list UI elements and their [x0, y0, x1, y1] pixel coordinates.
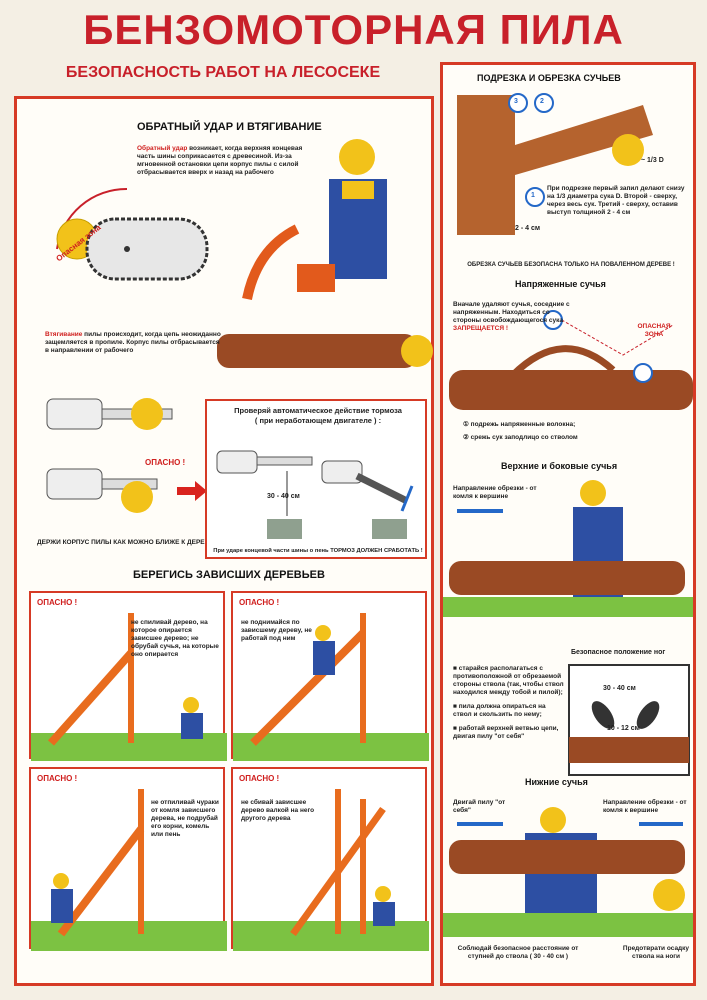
- brake-test-panel: Проверяй автоматическое действие тормоза…: [205, 399, 427, 559]
- worker-helmet: [339, 139, 375, 175]
- stump: [372, 519, 407, 539]
- pull-text: пилы происходит, когда цепь неожиданно з…: [45, 331, 221, 354]
- left-section: ОБРАТНЫЙ УДАР И ВТЯГИВАНИЕ Обратный удар…: [14, 96, 434, 986]
- tense-step-2: ② срежь сук заподлицо со стволом: [463, 434, 578, 441]
- feet-title: Безопасное положение ног: [571, 649, 666, 656]
- branch-illustrations: [443, 93, 693, 937]
- pull-description: Втягивание пилы происходит, когда цепь н…: [45, 331, 225, 355]
- pull-term: Втягивание: [45, 331, 83, 338]
- log: [217, 334, 417, 368]
- kickback-illustrations: [46, 139, 433, 513]
- fallen-trunk: [449, 370, 693, 410]
- hanging-panel-4: ОПАСНО ! не сбивай зависшее дерево валко…: [231, 767, 429, 951]
- tense-danger-zone: ОПАСНАЯ ЗОНА: [637, 323, 671, 338]
- lower-branches-title: Нижние сучья: [525, 777, 588, 787]
- kickback-arrow: [242, 224, 300, 301]
- brake-subtitle: ( при неработающем двигателе ) :: [254, 416, 382, 425]
- tense-title: Напряженные сучья: [515, 279, 606, 289]
- move-saw: Двигай пилу "от себя": [453, 799, 506, 814]
- fallen-note: ОБРЕЗКА СУЧЬЕВ БЕЗОПАСНА ТОЛЬКО НА ПОВАЛ…: [467, 262, 675, 268]
- saw-bar: [85, 217, 209, 281]
- rule-1: ■ старайся располагаться с противоположн…: [453, 665, 564, 696]
- cut-title: ПОДРЕЗКА И ОБРЕЗКА СУЧЬЕВ: [477, 73, 621, 83]
- page-title: БЕНЗОМОТОРНАЯ ПИЛА: [83, 6, 624, 53]
- tense-text: Вначале удаляют сучья, соседние с напряж…: [453, 301, 570, 332]
- brake-distance: 30 - 40 см: [267, 493, 300, 500]
- danger-label: ОПАСНО !: [145, 458, 186, 467]
- hanging-panel-2: ОПАСНО ! не поднимайся по зависшему дере…: [231, 591, 429, 761]
- cut-text: При подрезке первый запил делают снизу н…: [547, 185, 685, 216]
- rule-3: ■ работай верхней ветвью цепи, двигая пи…: [453, 725, 559, 740]
- kickback-description: Обратный удар возникает, когда верхняя к…: [137, 145, 312, 177]
- feet-distance-2: 10 - 12 см: [607, 725, 640, 732]
- hanging-panel-1: ОПАСНО ! не спиливай дерево, на которое …: [29, 591, 227, 761]
- top-direction: Направление обрезки - от комля к вершине: [453, 485, 537, 500]
- kickback-text: возникает, когда верхняя концевая часть …: [137, 145, 303, 176]
- hanging-panel-3: ОПАСНО ! не отпиливай чураки от комля за…: [29, 767, 227, 951]
- keep-distance: Соблюдай безопасное расстояние от ступне…: [457, 945, 579, 960]
- kickback-title: ОБРАТНЫЙ УДАР И ВТЯГИВАНИЕ: [137, 121, 322, 133]
- lower-direction: Направление обрезки - от комля к вершине: [603, 799, 687, 814]
- chainsaw: [297, 264, 335, 292]
- tense-step-1: ① подрежь напряженные волокна;: [463, 421, 576, 428]
- rule-2: ■ пила должна опираться на ствол и сколь…: [453, 703, 546, 718]
- prevent-note: Предотврати осадку ствола на ноги: [622, 945, 690, 960]
- hanging-title: БЕРЕГИСЬ ЗАВИСШИХ ДЕРЕВЬЕВ: [133, 569, 325, 581]
- brake-title: Проверяй автоматическое действие тормоза: [234, 406, 402, 415]
- kickback-term: Обратный удар: [137, 145, 188, 152]
- feet-distance-1: 30 - 40 см: [603, 685, 636, 692]
- page-subtitle: БЕЗОПАСНОСТЬ РАБОТ НА ЛЕСОСЕКЕ: [65, 64, 381, 81]
- hold-close-text: ДЕРЖИ КОРПУС ПИЛЫ КАК МОЖНО БЛИЖЕ К ДЕРЕ…: [37, 539, 218, 546]
- cut-gap: 2 - 4 см: [515, 225, 541, 232]
- third-d-label: ~ 1/3 D: [641, 157, 664, 164]
- branch: [515, 105, 653, 175]
- right-section: ПОДРЕЗКА И ОБРЕЗКА СУЧЬЕВ: [440, 62, 696, 986]
- brake-note: При ударе концевой части шины о пень ТОР…: [213, 548, 423, 554]
- trunk: [457, 95, 515, 235]
- stump: [267, 519, 302, 539]
- top-branches-title: Верхние и боковые сучья: [501, 461, 618, 471]
